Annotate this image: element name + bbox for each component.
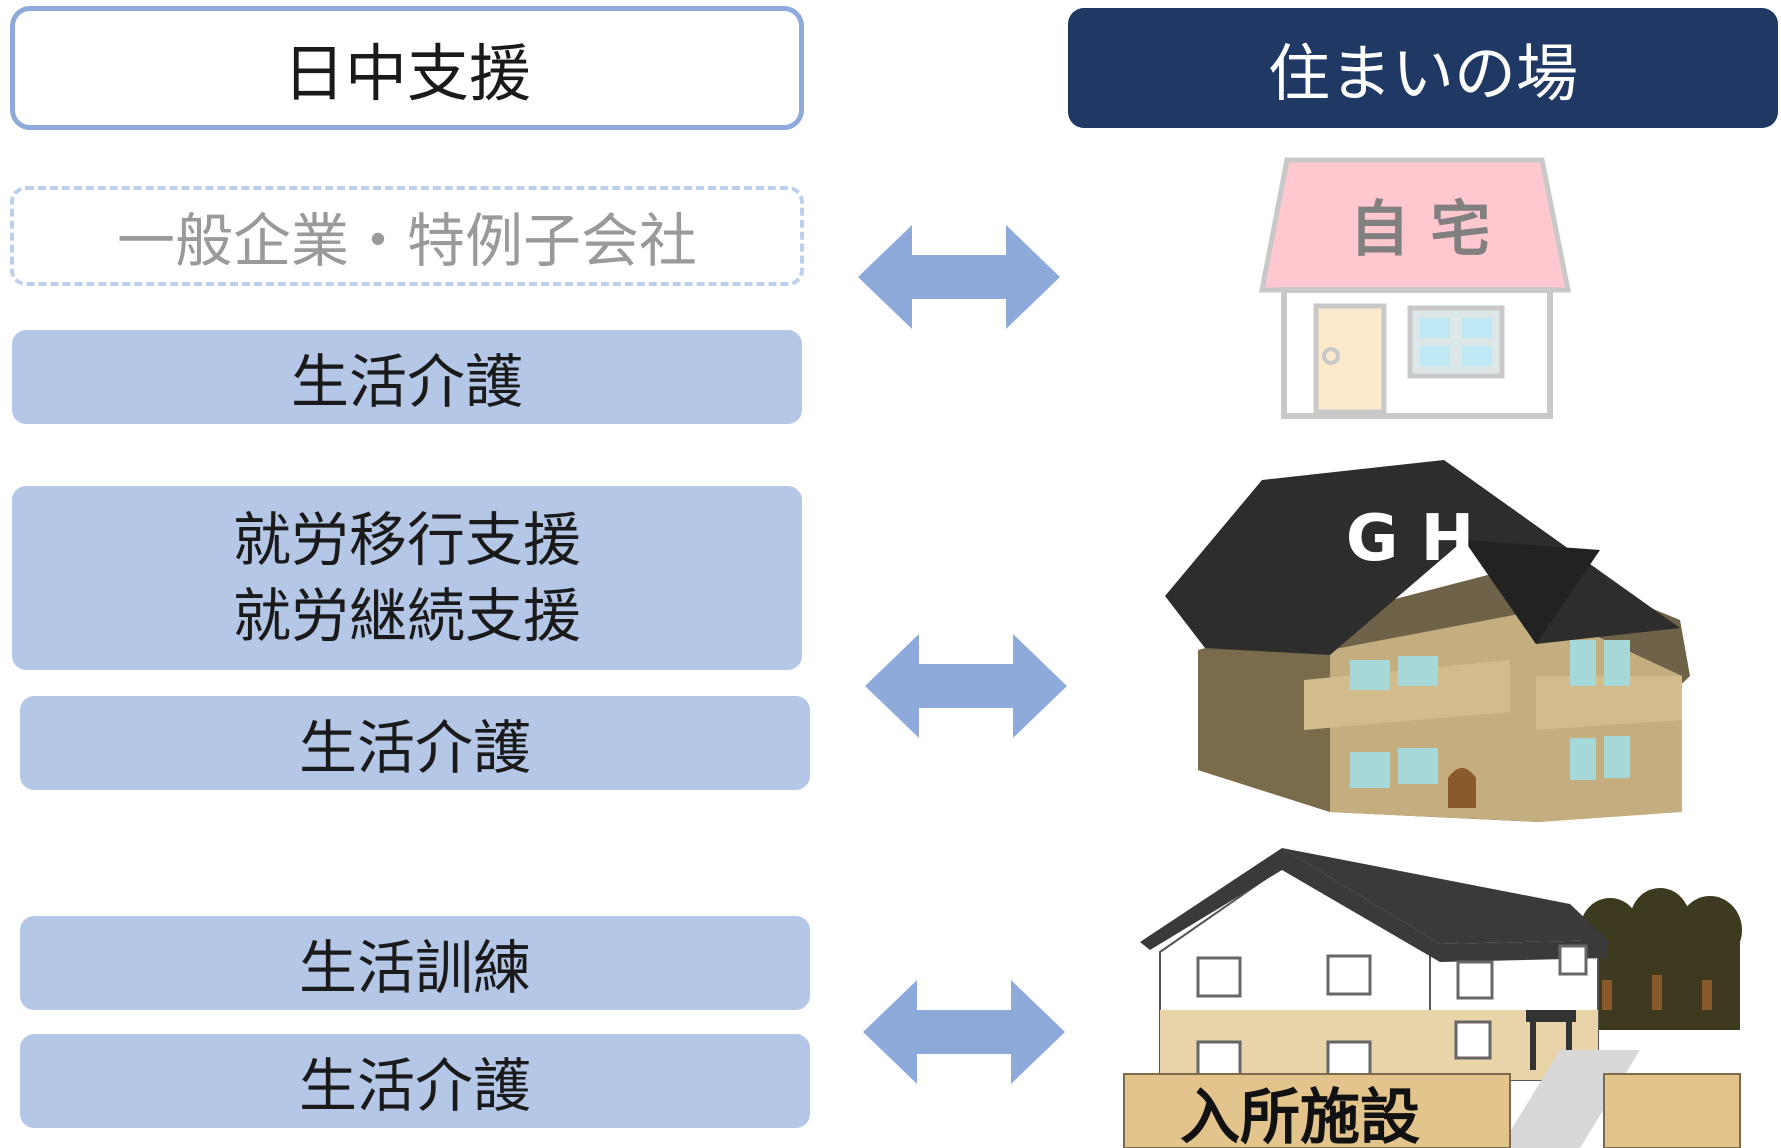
home-label: 自 宅 [1350,195,1491,265]
service-box-life-care-3: 生活介護 [20,1034,810,1128]
facility-icon [1123,848,1742,1148]
service-box-life-care-1: 生活介護 [12,330,802,424]
general-employment-box: 一般企業・特例子会社 [10,186,804,286]
residence-header-label: 住まいの場 [1267,37,1578,110]
service-box-life-training: 生活訓練 [20,916,810,1010]
double-arrow-icon [858,225,1060,329]
double-arrow-icon [863,980,1065,1084]
service-label: 生活介護 [298,714,531,782]
facility-label: 入所施設 [1180,1083,1420,1148]
service-label: 生活介護 [298,1052,531,1120]
service-box-employment: 就労移行支援 就労継続支援 [12,486,802,670]
residence-header: 住まいの場 [1068,8,1778,128]
service-label-employment-continuation: 就労継続支援 [232,582,581,650]
group-home-icon [1165,460,1690,822]
daytime-support-header-label: 日中支援 [282,37,531,110]
double-arrow-icon [865,634,1067,738]
general-employment-label: 一般企業・特例子会社 [116,207,697,275]
group-home-label: G H [1346,502,1474,576]
service-label-employment-transition: 就労移行支援 [232,506,581,574]
service-box-life-care-2: 生活介護 [20,696,810,790]
service-label: 生活訓練 [298,934,531,1002]
home-icon [1258,157,1572,419]
service-label: 生活介護 [290,348,523,416]
daytime-support-header: 日中支援 [10,6,804,130]
